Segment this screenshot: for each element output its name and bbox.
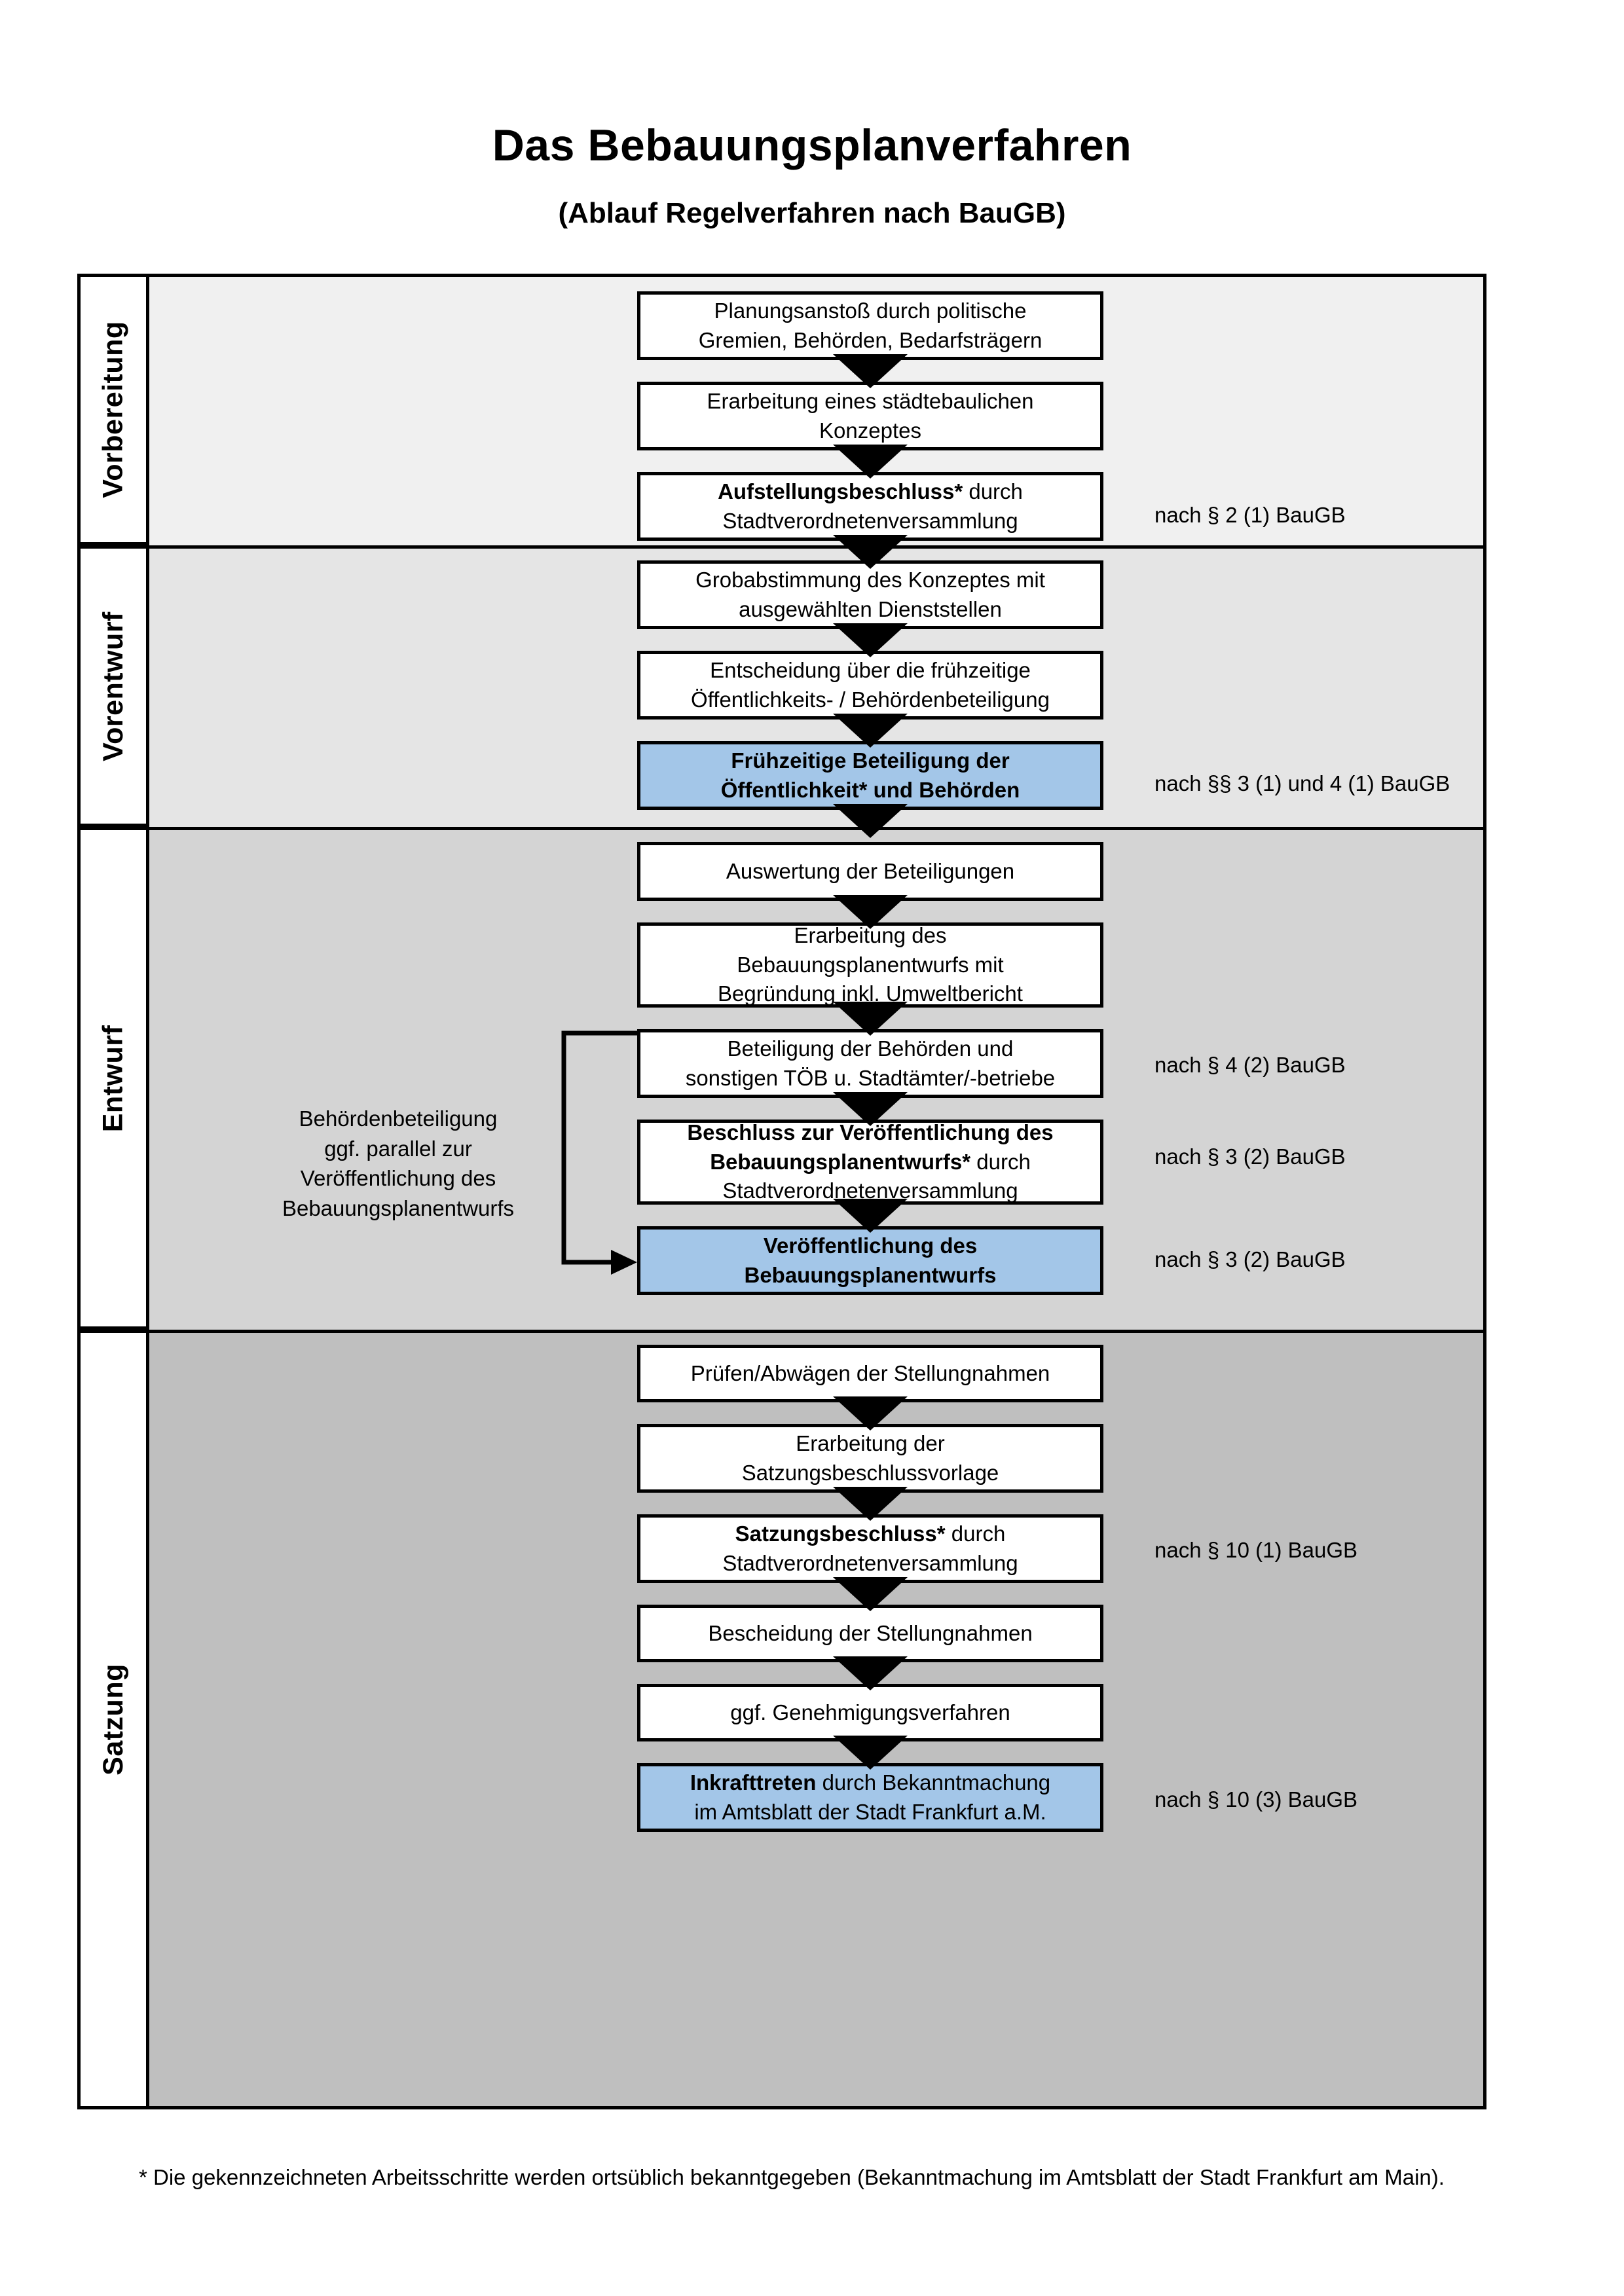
phase-label-satzung: Satzung — [81, 1333, 149, 2106]
flow-box-veroeffentlichung-bplan-entwurf[interactable]: Veröffentlichung des Bebauungsplanentwur… — [637, 1226, 1103, 1295]
title-block: Das Bebauungsplanverfahren (Ablauf Regel… — [0, 0, 1624, 229]
step-line-bold: Aufstellungsbeschluss* — [718, 479, 963, 503]
flow-arrow-down — [833, 1396, 908, 1430]
flow-box-auswertung-beteiligungen[interactable]: Auswertung der Beteiligungen — [637, 842, 1103, 901]
flow-box-satzungsbeschluss[interactable]: Satzungsbeschluss* durch Stadtverordnete… — [637, 1514, 1103, 1583]
step-line: Erarbeitung der — [796, 1430, 945, 1455]
step-line: durch Bekanntmachung — [816, 1770, 1051, 1795]
flow-box-aufstellungsbeschluss[interactable]: Aufstellungsbeschluss* durch Stadtverord… — [637, 472, 1103, 541]
step-line: Auswertung der Beteiligungen — [726, 858, 1015, 883]
step-line: Grobabstimmung des Konzeptes mit — [695, 567, 1045, 592]
flow-arrow-down — [833, 354, 908, 388]
step-line: Entscheidung über die frühzeitige — [710, 657, 1031, 682]
phase-body-entwurf: Auswertung der Beteiligungen Erarbeitung… — [149, 830, 1483, 1330]
flow-arrow-down — [833, 445, 908, 479]
phase-label-entwurf: Entwurf — [81, 830, 149, 1330]
side-note-line: Bebauungsplanentwurfs — [282, 1195, 515, 1220]
step-line: im Amtsblatt der Stadt Frankfurt a.M. — [694, 1799, 1046, 1824]
flow-box-beschluss-veroeffentlichung[interactable]: Beschluss zur Veröffentlichung des Bebau… — [637, 1120, 1103, 1205]
step-line-bold: Inkrafttreten — [690, 1770, 817, 1795]
step-line: Beteiligung der Behörden und — [727, 1036, 1014, 1061]
footnote: * Die gekennzeichneten Arbeitsschritte w… — [139, 2165, 1445, 2189]
flow-box-erarbeitung-bplan-entwurf[interactable]: Erarbeitung des Bebauungsplanentwurfs mi… — [637, 922, 1103, 1008]
page-title: Das Bebauungsplanverfahren — [492, 120, 1132, 170]
step-line: ggf. Genehmigungsverfahren — [730, 1700, 1010, 1724]
side-note-behoerdenbeteiligung: Behördenbeteiligung ggf. parallel zur Ve… — [238, 1104, 559, 1223]
phase-label-text: Entwurf — [97, 1025, 129, 1132]
legal-note-paragraph-2-1: nach § 2 (1) BauGB — [1154, 503, 1346, 527]
phase-body-vorentwurf: Grobabstimmung des Konzeptes mit ausgewä… — [149, 549, 1483, 838]
step-line: Gremien, Behörden, Bedarfsträgern — [698, 327, 1043, 352]
flow-box-fruehzeitige-beteiligung[interactable]: Frühzeitige Beteiligung der Öffentlichke… — [637, 741, 1103, 810]
flow-arrow-down — [833, 1199, 908, 1233]
side-note-line: ggf. parallel zur — [324, 1136, 472, 1161]
flow-arrow-down — [833, 623, 908, 657]
page-subtitle: (Ablauf Regelverfahren nach BauGB) — [558, 196, 1066, 229]
step-line: Frühzeitige Beteiligung der — [731, 748, 1010, 773]
legal-note-paragraph-3-2-b: nach § 3 (2) BauGB — [1154, 1247, 1346, 1271]
flow-box-grobabstimmung[interactable]: Grobabstimmung des Konzeptes mit ausgewä… — [637, 560, 1103, 629]
side-note-line: Behördenbeteiligung — [299, 1106, 498, 1131]
phase-body-satzung: Prüfen/Abwägen der Stellungnahmen Erarbe… — [149, 1333, 1483, 2106]
flow-arrow-down — [833, 1577, 908, 1611]
phase-label-text: Vorentwurf — [97, 611, 129, 761]
phase-row-satzung: Satzung Prüfen/Abwägen der Stellungnahme… — [81, 1333, 1483, 2106]
step-line: Stadtverordnetenversammlung — [722, 508, 1018, 533]
flow-box-planungsanstoss[interactable]: Planungsanstoß durch politische Gremien,… — [637, 291, 1103, 360]
step-line: Konzeptes — [819, 418, 921, 443]
phase-label-text: Vorbereitung — [97, 321, 129, 498]
flow-box-entscheidung-beteiligung[interactable]: Entscheidung über die frühzeitige Öffent… — [637, 651, 1103, 720]
flow-arrow-down — [833, 1487, 908, 1521]
flow-arrow-down — [833, 1092, 908, 1126]
phase-row-vorbereitung: Vorbereitung Planungsanstoß durch politi… — [81, 277, 1483, 569]
step-line: durch — [945, 1521, 1006, 1546]
legal-note-paragraph-10-1: nach § 10 (1) BauGB — [1154, 1538, 1358, 1562]
legal-note-paragraph-10-3: nach § 10 (3) BauGB — [1154, 1787, 1358, 1812]
step-line: Stadtverordnetenversammlung — [722, 1550, 1018, 1575]
legal-note-paragraph-4-2: nach § 4 (2) BauGB — [1154, 1053, 1346, 1077]
legal-note-paragraph-3-1-4-1: nach §§ 3 (1) und 4 (1) BauGB — [1154, 771, 1450, 795]
step-line: Öffentlichkeit* und Behörden — [720, 777, 1020, 802]
flow-arrow-down — [833, 1002, 908, 1036]
step-line: durch — [970, 1149, 1031, 1174]
step-line: Satzungsbeschlussvorlage — [741, 1460, 999, 1485]
step-line-bold: Satzungsbeschluss* — [735, 1521, 946, 1546]
legal-note-paragraph-3-2-a: nach § 3 (2) BauGB — [1154, 1144, 1346, 1169]
phase-row-vorentwurf: Vorentwurf Grobabstimmung des Konzeptes … — [81, 549, 1483, 838]
flowchart-frame: Vorbereitung Planungsanstoß durch politi… — [77, 274, 1486, 2109]
step-line-bold: Bebauungsplanentwurfs* — [710, 1149, 971, 1174]
step-line: ausgewählten Dienststellen — [739, 596, 1002, 621]
flow-arrow-down — [833, 804, 908, 838]
flow-box-staedtebauliches-konzept[interactable]: Erarbeitung eines städtebaulichen Konzep… — [637, 382, 1103, 450]
step-line: Prüfen/Abwägen der Stellungnahmen — [690, 1360, 1050, 1385]
step-line: Bebauungsplanentwurfs mit — [737, 952, 1004, 977]
flow-box-genehmigungsverfahren[interactable]: ggf. Genehmigungsverfahren — [637, 1684, 1103, 1741]
flow-box-erarbeitung-satzungsvorlage[interactable]: Erarbeitung der Satzungsbeschlussvorlage — [637, 1424, 1103, 1493]
side-note-line: Veröffentlichung des — [300, 1166, 496, 1191]
step-line: Planungsanstoß durch politische — [714, 298, 1027, 323]
step-line: durch — [963, 479, 1023, 503]
phase-row-entwurf: Entwurf Auswertung der Beteiligungen Era… — [81, 830, 1483, 1333]
flow-arrow-down — [833, 895, 908, 929]
phase-label-vorbereitung: Vorbereitung — [81, 277, 149, 545]
step-line: Öffentlichkeits- / Behördenbeteiligung — [691, 687, 1050, 712]
step-line: Bescheidung der Stellungnahmen — [708, 1620, 1033, 1645]
flow-box-pruefen-abwaegen[interactable]: Prüfen/Abwägen der Stellungnahmen — [637, 1345, 1103, 1402]
flow-box-inkrafttreten[interactable]: Inkrafttreten durch Bekanntmachung im Am… — [637, 1763, 1103, 1832]
step-line: Erarbeitung eines städtebaulichen — [707, 388, 1034, 413]
flow-arrow-down — [833, 1736, 908, 1770]
bracket-connector-arrow — [561, 1030, 637, 1275]
step-line: Veröffentlichung des — [763, 1233, 978, 1258]
step-line: sonstigen TÖB u. Stadtämter/-betriebe — [685, 1065, 1056, 1090]
flow-box-bescheidung-stellungnahmen[interactable]: Bescheidung der Stellungnahmen — [637, 1605, 1103, 1662]
flow-arrow-down — [833, 714, 908, 748]
phase-label-vorentwurf: Vorentwurf — [81, 549, 149, 827]
flow-arrow-down — [833, 535, 908, 569]
phase-body-vorbereitung: Planungsanstoß durch politische Gremien,… — [149, 277, 1483, 569]
flow-box-beteiligung-toeb[interactable]: Beteiligung der Behörden und sonstigen T… — [637, 1029, 1103, 1098]
step-line: Bebauungsplanentwurfs — [744, 1262, 997, 1287]
phase-label-text: Satzung — [97, 1664, 129, 1776]
flow-arrow-down — [833, 1656, 908, 1690]
